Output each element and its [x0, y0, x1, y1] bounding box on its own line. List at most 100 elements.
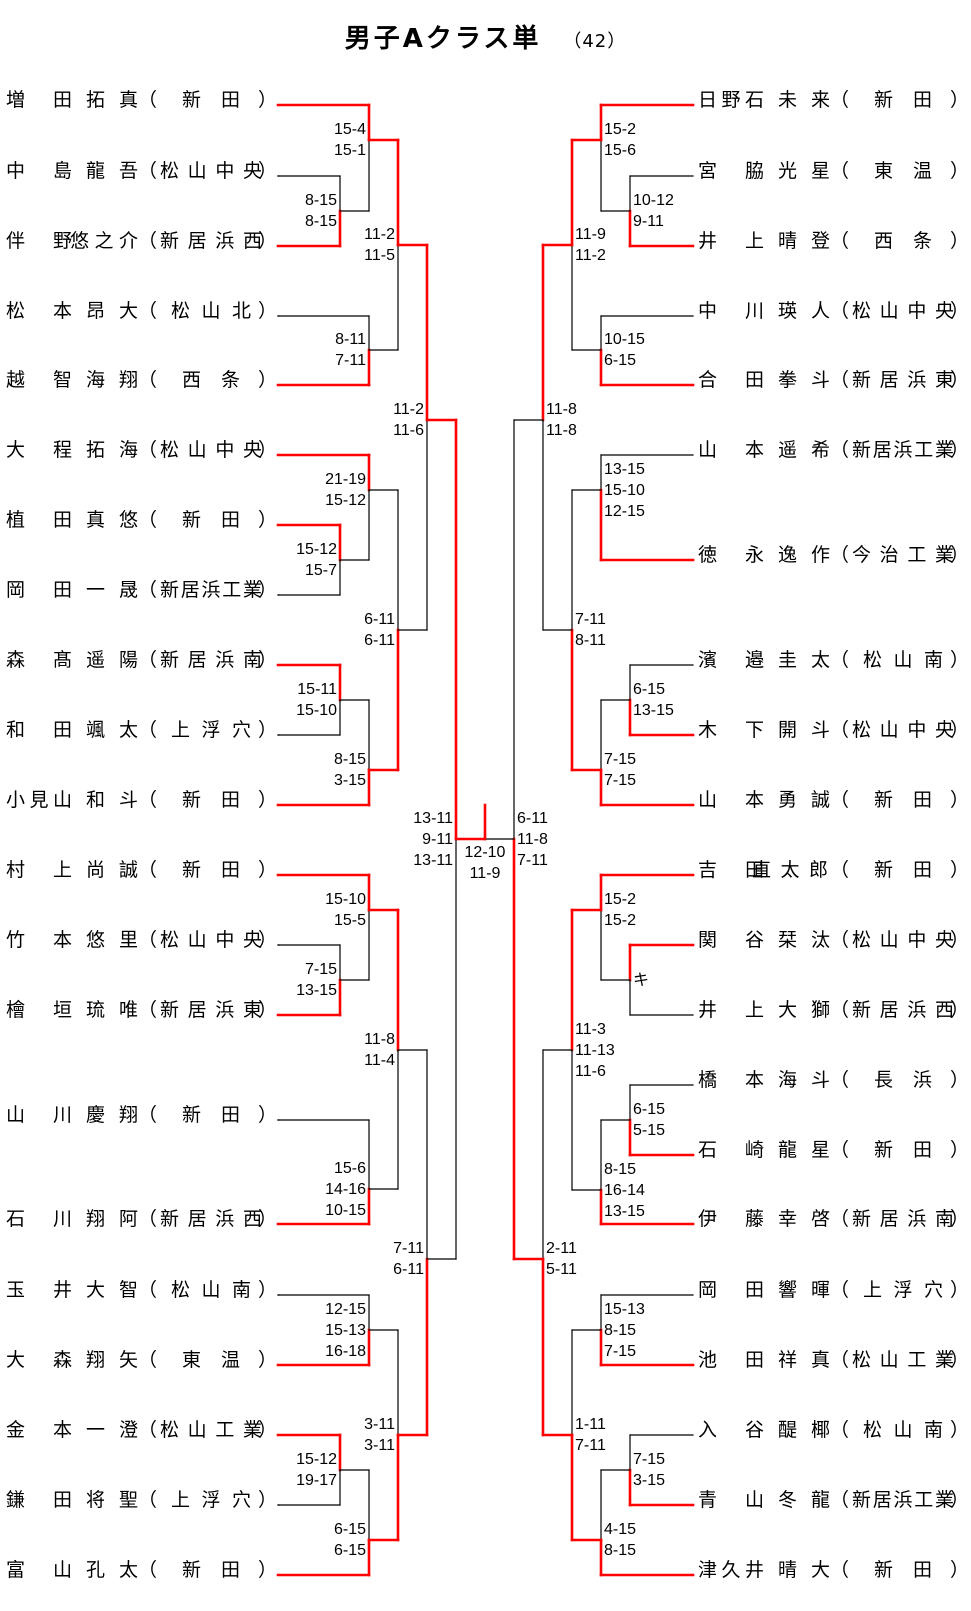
school-close-paren: ）: [950, 1139, 970, 1161]
school-close-paren: ）: [950, 369, 970, 391]
player-given-name: 将聖: [86, 1489, 138, 1511]
game-score: 7-11: [335, 352, 366, 369]
school-open-paren: （: [830, 1559, 850, 1581]
player-given-name: 尚誠: [86, 859, 138, 881]
player-entry: 津久井晴大（新田）: [692, 1558, 971, 1582]
match-score: キ: [633, 970, 649, 991]
player-given-name: 遥希: [778, 439, 830, 461]
game-score: 15-5: [333, 912, 366, 929]
game-score: 15-12: [296, 1451, 337, 1468]
player-given-name: 逸作: [778, 544, 830, 566]
player-given-name: 祥真: [778, 1349, 830, 1371]
school-open-paren: （: [138, 160, 158, 182]
school-open-paren: （: [138, 1349, 158, 1371]
school-close-paren: ）: [258, 160, 278, 182]
player-surname: 越智: [6, 369, 72, 391]
game-score: 8-15: [604, 1160, 637, 1178]
school-open-paren: （: [830, 1419, 850, 1441]
school-open-paren: （: [830, 544, 850, 566]
school-open-paren: （: [138, 230, 158, 252]
game-score: 12-10: [464, 844, 506, 861]
player-given-name: 醍椰: [778, 1419, 830, 1441]
player-given-name: 栞汰: [778, 929, 830, 951]
school-close-paren: ）: [950, 999, 970, 1021]
game-score: 15-12: [296, 541, 337, 558]
school-open-paren: （: [830, 439, 850, 461]
player-given-name: 光星: [778, 160, 830, 182]
game-score: キ: [633, 971, 650, 989]
player-surname: 森髙: [6, 649, 72, 671]
player-school: 新田: [182, 859, 240, 881]
school-open-paren: （: [830, 1279, 850, 1301]
player-school: 新田: [182, 1559, 240, 1581]
player-entry: 檜垣琉唯（新居浜東）: [0, 998, 280, 1022]
player-given-name: 龍星: [778, 1139, 830, 1161]
player-given-name: 一晟: [86, 579, 138, 601]
game-score: 8-15: [604, 1321, 637, 1339]
player-given-name: 晴登: [778, 230, 830, 252]
player-entry: 伊藤幸啓（新居浜南）: [692, 1207, 971, 1231]
player-given-name: 悠里: [86, 929, 138, 951]
player-entry: 岡田一晟（新居浜工業）: [0, 578, 280, 602]
player-surname: 石崎: [698, 1139, 764, 1161]
player-surname: 橋本: [698, 1069, 764, 1091]
school-close-paren: ）: [258, 859, 278, 881]
player-school: 新田: [182, 1104, 240, 1126]
player-entry: 玉井大智（松山南）: [0, 1278, 280, 1302]
player-given-name: 直太郎: [752, 859, 828, 881]
game-score: 11-6: [393, 422, 424, 439]
player-school: 松山中央: [160, 160, 262, 182]
player-given-name: 真悠: [86, 509, 138, 531]
player-school: 長浜: [874, 1069, 932, 1091]
player-school: 松山中央: [852, 719, 954, 741]
player-surname: 徳永: [698, 544, 764, 566]
school-close-paren: ）: [950, 1349, 970, 1371]
game-score: 11-8: [546, 401, 577, 418]
player-school: 新田: [874, 859, 932, 881]
school-close-paren: ）: [950, 929, 970, 951]
game-score: 3-15: [333, 772, 366, 789]
player-school: 松山中央: [852, 300, 954, 322]
game-score: 11-9: [575, 226, 606, 243]
game-score: 11-6: [575, 1062, 606, 1080]
game-score: 13-15: [296, 982, 337, 999]
player-surname: 村上: [6, 859, 72, 881]
school-open-paren: （: [138, 1559, 158, 1581]
school-close-paren: ）: [950, 89, 970, 111]
school-open-paren: （: [138, 1489, 158, 1511]
school-close-paren: ）: [258, 439, 278, 461]
school-close-paren: ）: [258, 509, 278, 531]
player-surname: 中島: [6, 160, 72, 182]
player-school: 新居浜南: [852, 1208, 954, 1230]
school-close-paren: ）: [258, 649, 278, 671]
school-close-paren: ）: [258, 1279, 278, 1301]
game-score: 10-12: [633, 192, 674, 209]
player-surname: 池田: [698, 1349, 764, 1371]
game-score: 15-2: [604, 121, 637, 138]
player-entry: 石川翔阿（新居浜西）: [0, 1207, 280, 1231]
game-score: 8-15: [604, 1542, 637, 1559]
player-entry: 木下開斗（松山中央）: [692, 718, 971, 742]
school-open-paren: （: [138, 1419, 158, 1441]
school-close-paren: ）: [258, 230, 278, 252]
player-school: 西条: [182, 369, 240, 391]
player-school: 新田: [182, 509, 240, 531]
school-open-paren: （: [138, 89, 158, 111]
player-given-name: 拓海: [86, 439, 138, 461]
game-score: 3-15: [633, 1472, 666, 1489]
player-school: 上浮穴: [171, 1489, 251, 1511]
player-school: 新田: [874, 789, 932, 811]
player-school: 松山中央: [160, 929, 262, 951]
player-entry: 山川慶翔（新田）: [0, 1103, 280, 1127]
